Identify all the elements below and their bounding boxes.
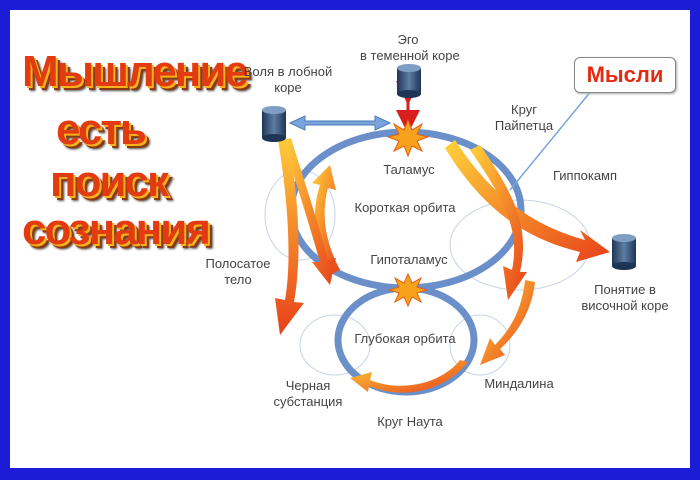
arrow-deep-orbit-loop [350,360,468,393]
label-short-orbit: Короткая орбита [354,200,456,215]
arrow-thalamus-to-concept [445,140,610,262]
label-thalamus: Таламус [383,162,435,177]
label-papez-line2: Пайпетца [494,118,554,133]
will-thalamus-arrow [288,115,392,131]
label-papez: Круг Пайпетца [484,102,564,134]
label-concept-line2: височной коре [581,298,669,313]
label-will: Воля в лобной коре [238,64,338,96]
lobe-outline-lower-right [449,314,511,376]
title-line-1: Мышление [22,47,249,96]
thoughts-callout: Мысли [574,57,676,93]
label-striatum: Полосатое тело [198,256,278,288]
label-ego-line1: Эго [397,32,419,47]
label-hippocampus: Гиппокамп [552,168,618,183]
lobe-outline-lower-left [299,314,371,376]
arrow-striatum-up [312,165,340,275]
ego-cylinder-icon [397,64,421,98]
title-line-3: поиск [50,157,169,206]
will-cylinder-icon [262,106,286,142]
arrow-papez-to-amygdala [470,145,527,300]
label-amygdala: Миндалина [484,376,554,391]
label-substantia-line1: Черная [285,378,331,393]
label-hypothalamus: Гипоталамус [370,252,448,267]
label-will-line2: коре [274,80,302,95]
label-concept-line1: Понятие в [594,282,656,297]
title-line-4: сознания [22,205,211,254]
hypothalamus-burst [387,272,429,308]
label-concept: Понятие в височной коре [570,282,680,314]
label-striatum-line2: тело [224,272,252,287]
label-striatum-line1: Полосатое [205,256,271,271]
thalamus-burst [386,118,430,158]
label-papez-line1: Круг [511,102,537,117]
arrow-will-down-right [283,138,336,285]
label-ego: Эго в теменной коре [360,32,460,64]
label-deep-orbit: Глубокая орбита [354,331,456,346]
thoughts-callout-line [509,89,593,191]
arrow-to-amygdala-lower [480,280,535,365]
title-line-2: есть [56,105,147,154]
arrow-will-to-striatum [275,140,304,335]
concept-cylinder-icon [612,234,636,270]
label-substantia-line2: субстанция [273,394,343,409]
label-will-line1: Воля в лобной [243,64,333,79]
label-ego-line2: в теменной коре [360,48,460,63]
label-substantia: Черная субстанция [258,378,358,410]
label-nauta: Круг Наута [377,414,443,429]
